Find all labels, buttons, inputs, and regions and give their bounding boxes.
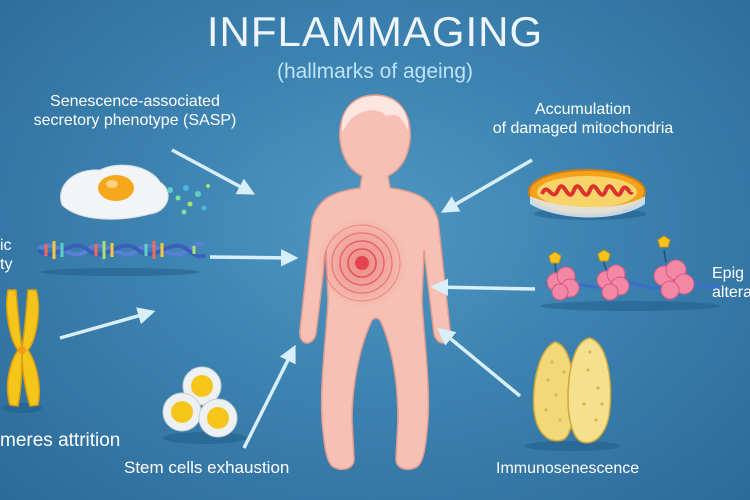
label-epigenetic: Epig altera <box>712 264 750 302</box>
label-sasp-line1: Senescence-associated <box>50 93 220 110</box>
dna-helix-icon <box>36 241 207 276</box>
arrows-group <box>59 148 536 449</box>
epigenetic-nucleosomes-icon <box>540 235 721 311</box>
arrow-telomeres <box>59 307 156 340</box>
label-mitochondria: Accumulation of damaged mitochondria <box>468 100 698 138</box>
page-subtitle: (hallmarks of ageing) <box>276 60 474 83</box>
inflammation-target <box>316 217 408 309</box>
label-sasp-line2: secretory phenotype (SASP) <box>33 112 237 129</box>
label-telomeres: meres attrition <box>0 430 121 451</box>
arrow-sasp <box>171 148 256 195</box>
thymus-icon <box>524 337 620 451</box>
label-stem-cells: Stem cells exhaustion <box>124 458 290 477</box>
page-title: INFLAMMAGING <box>206 8 544 55</box>
sasp-cell-icon <box>60 164 210 220</box>
label-genomic-instability: ic ty <box>0 236 20 274</box>
label-mito-line1: Accumulation <box>534 101 632 118</box>
label-genomic-line2: ty <box>0 256 13 273</box>
arrow-genomic <box>209 249 299 267</box>
arrow-epigenetic <box>430 278 536 297</box>
label-immunosenescence: Immunosenescence <box>496 460 640 477</box>
chromosome-icon <box>2 289 42 413</box>
arrow-immunosenescence <box>437 327 522 398</box>
label-sasp: Senescence-associated secretory phenotyp… <box>15 92 255 130</box>
label-genomic-line1: ic <box>0 237 12 254</box>
label-epig-line2: altera <box>712 284 750 301</box>
arrow-mitochondria <box>440 158 533 213</box>
label-epig-line1: Epig <box>712 265 745 282</box>
label-mito-line2: of damaged mitochondria <box>492 120 674 137</box>
mitochondria-icon <box>528 169 646 220</box>
stem-cells-icon <box>162 366 247 444</box>
arrow-stem-cells <box>242 344 296 449</box>
